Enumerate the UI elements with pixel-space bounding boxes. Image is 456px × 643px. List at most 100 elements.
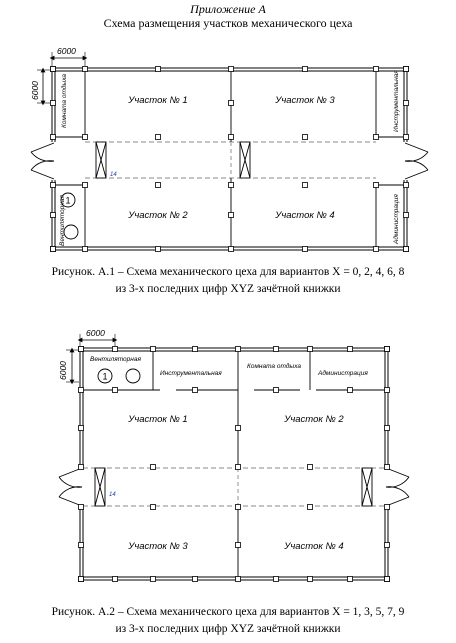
column-marker	[384, 464, 390, 470]
column-marker	[384, 504, 390, 510]
column-marker	[78, 346, 84, 352]
column-marker	[150, 346, 156, 352]
outer-walls	[79, 347, 389, 581]
column-marker	[403, 66, 409, 72]
column-marker	[112, 387, 118, 393]
column-marker	[302, 66, 308, 72]
column-marker	[50, 134, 56, 140]
column-grid	[50, 66, 409, 252]
column-marker	[228, 246, 234, 252]
column-marker	[228, 100, 234, 106]
column-marker	[403, 134, 409, 140]
column-marker	[82, 66, 88, 72]
column-marker	[384, 542, 390, 548]
column-marker	[192, 576, 198, 582]
entrance-door-right	[385, 467, 410, 507]
column-marker	[307, 576, 313, 582]
column-marker	[150, 464, 156, 470]
fan-1-icon: 1	[60, 192, 76, 208]
dimension-width-label: 6000	[86, 328, 105, 338]
section-2-label: Участок № 2	[283, 414, 344, 425]
column-marker	[307, 346, 313, 352]
figure-1-caption-line1: Рисунок. А.1 – Схема механического цеха …	[51, 266, 405, 278]
column-marker	[373, 134, 379, 140]
column-marker	[403, 246, 409, 252]
column-marker	[50, 66, 56, 72]
room-administration-label: Администрация	[317, 369, 368, 377]
column-marker	[228, 66, 234, 72]
column-marker	[50, 182, 56, 188]
column-marker	[78, 542, 84, 548]
column-marker	[82, 246, 88, 252]
column-marker	[384, 387, 390, 393]
section-3-label: Участок № 3	[274, 95, 335, 106]
section-1-label: Участок № 1	[127, 414, 187, 425]
dimension-width: 6000	[49, 46, 88, 66]
column-marker	[78, 504, 84, 510]
column-marker	[307, 504, 313, 510]
column-marker	[112, 346, 118, 352]
column-marker	[347, 387, 353, 393]
fan-1-icon: 1	[97, 368, 113, 384]
dimension-width: 6000	[77, 328, 118, 347]
column-marker	[273, 387, 279, 393]
fan-2-icon	[63, 224, 79, 240]
column-marker	[150, 576, 156, 582]
column-marker	[302, 246, 308, 252]
svg-text:1: 1	[102, 372, 107, 382]
dimension-height: 6000	[30, 67, 50, 106]
section-4-label: Участок № 4	[283, 541, 343, 552]
column-marker	[235, 504, 241, 510]
figure-2-caption-line2: из 3-х последних цифр XYZ зачётной книжк…	[115, 623, 341, 635]
column-marker	[155, 134, 161, 140]
crane-number: 14	[109, 492, 116, 498]
dimension-width-label: 6000	[57, 46, 76, 56]
column-marker	[228, 182, 234, 188]
column-marker	[112, 576, 118, 582]
column-marker	[192, 346, 198, 352]
column-marker	[78, 425, 84, 431]
column-marker	[192, 387, 198, 393]
column-marker	[403, 212, 409, 218]
column-marker	[78, 387, 84, 393]
room-ventilation-label: Вентиляторная	[59, 195, 66, 246]
appendix-label: Приложение А	[190, 2, 266, 16]
room-tool-label: Инструментальная	[160, 370, 222, 377]
entrance-door-left	[30, 142, 55, 180]
column-marker	[155, 246, 161, 252]
dimension-height-label: 6000	[30, 81, 40, 100]
column-marker	[82, 182, 88, 188]
column-marker	[155, 66, 161, 72]
section-4-label: Участок № 4	[274, 210, 334, 221]
room-administration-label: Администрация	[392, 194, 400, 245]
column-marker	[403, 100, 409, 106]
crane-track	[83, 467, 385, 507]
column-marker	[150, 504, 156, 510]
section-3-label: Участок № 3	[127, 541, 188, 552]
section-1-label: Участок № 1	[127, 95, 187, 106]
dimension-height: 6000	[58, 347, 79, 385]
room-tool-label: Инструментальная	[393, 70, 400, 132]
column-marker	[50, 212, 56, 218]
column-marker	[273, 346, 279, 352]
column-marker	[235, 346, 241, 352]
column-marker	[78, 464, 84, 470]
crane-middle	[239, 141, 251, 179]
column-marker	[235, 576, 241, 582]
column-marker	[384, 425, 390, 431]
entrance-door-right	[404, 142, 429, 180]
column-marker	[302, 182, 308, 188]
column-marker	[50, 246, 56, 252]
column-marker	[373, 66, 379, 72]
crane-left	[94, 467, 106, 507]
workshop-plan-figure-1: 6000 6000	[30, 46, 429, 252]
column-marker	[307, 464, 313, 470]
workshop-plan-figure-2: 6000 6000 14	[58, 328, 410, 582]
column-marker	[228, 212, 234, 218]
room-ventilation-label: Вентиляторная	[90, 356, 141, 363]
column-marker	[235, 542, 241, 548]
column-marker	[82, 134, 88, 140]
column-marker	[373, 246, 379, 252]
column-marker	[302, 134, 308, 140]
column-marker	[50, 100, 56, 106]
